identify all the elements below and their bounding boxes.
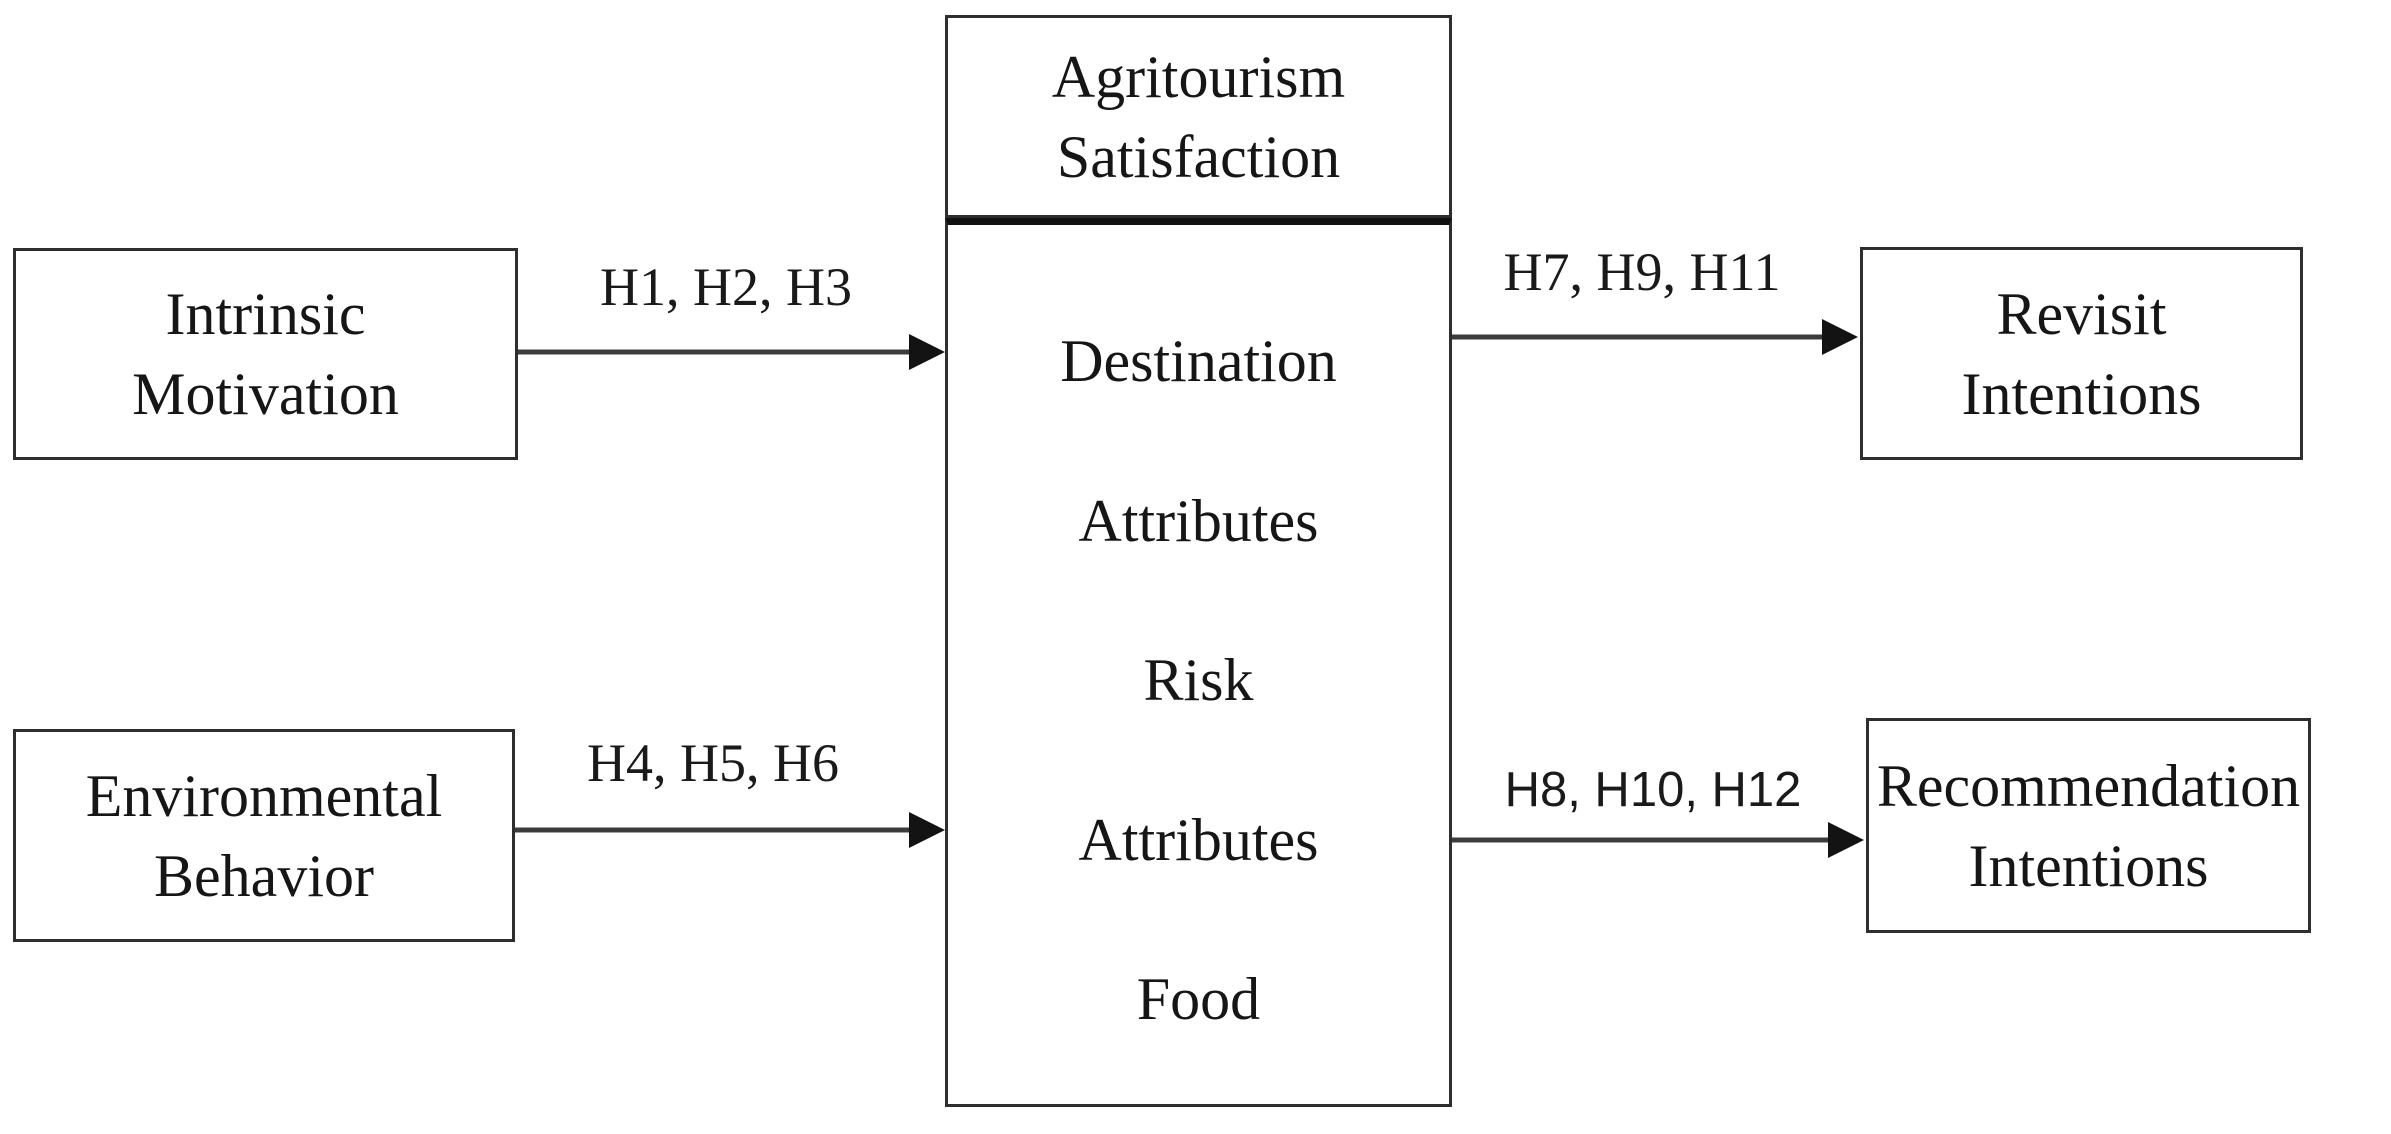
attribute-group-risk: Risk Attributes (1079, 640, 1319, 880)
hypothesis-label-h8-h10-h12: H8, H10, H12 (1504, 763, 1802, 817)
attribute-group-food: Food Attributes (1079, 959, 1319, 1134)
node-revisit-intentions: Revisit Intentions (1860, 247, 2303, 460)
node-satisfaction-attributes: Destination Attributes Risk Attributes F… (945, 218, 1452, 1134)
node-label-line: Revisit (1996, 280, 2167, 347)
arrow-shaft (1452, 334, 1828, 340)
node-label-line: Recommendation (1876, 752, 2301, 819)
hypothesis-label-h4-h5-h6: H4, H5, H6 (587, 733, 839, 793)
arrow-environmental-to-satisfaction (515, 812, 945, 848)
node-intrinsic-motivation: Intrinsic Motivation (13, 248, 518, 460)
node-label-line: Agritourism (1051, 43, 1346, 110)
node-label-line: Intentions (1961, 360, 2202, 427)
node-label-line: Intrinsic (165, 281, 366, 347)
attribute-group-destination: Destination Attributes (1060, 321, 1337, 561)
node-recommendation-intentions: Recommendation Intentions (1866, 718, 2311, 933)
node-label-line: Attributes (1079, 1119, 1319, 1134)
node-label-line: Motivation (132, 361, 399, 427)
node-environmental-behavior: Environmental Behavior (13, 729, 515, 942)
hypothesis-label-h7-h9-h11: H7, H9, H11 (1503, 242, 1781, 302)
node-label-line: Risk (1143, 647, 1254, 713)
arrow-satisfaction-to-revisit (1452, 319, 1858, 355)
node-label-line: Environmental (85, 762, 443, 829)
node-label-line: Attributes (1078, 488, 1319, 554)
arrow-shaft (515, 827, 915, 833)
arrowhead-icon (1828, 822, 1864, 858)
arrow-intrinsic-to-satisfaction (518, 334, 945, 370)
arrowhead-icon (909, 334, 945, 370)
hypothesis-label-h1-h2-h3: H1, H2, H3 (600, 257, 852, 317)
node-label-line: Intentions (1968, 832, 2209, 899)
arrowhead-icon (909, 812, 945, 848)
arrow-shaft (1452, 837, 1834, 843)
arrow-shaft (518, 349, 915, 355)
arrow-satisfaction-to-recommendation (1452, 822, 1864, 858)
node-label-line: Attributes (1078, 807, 1319, 873)
node-label-line: Food (1136, 966, 1261, 1032)
node-label-line: Behavior (154, 842, 374, 909)
node-label-line: Destination (1060, 328, 1337, 394)
node-agritourism-satisfaction-header: Agritourism Satisfaction (945, 15, 1452, 218)
arrowhead-icon (1822, 319, 1858, 355)
node-label-line: Satisfaction (1056, 123, 1341, 190)
